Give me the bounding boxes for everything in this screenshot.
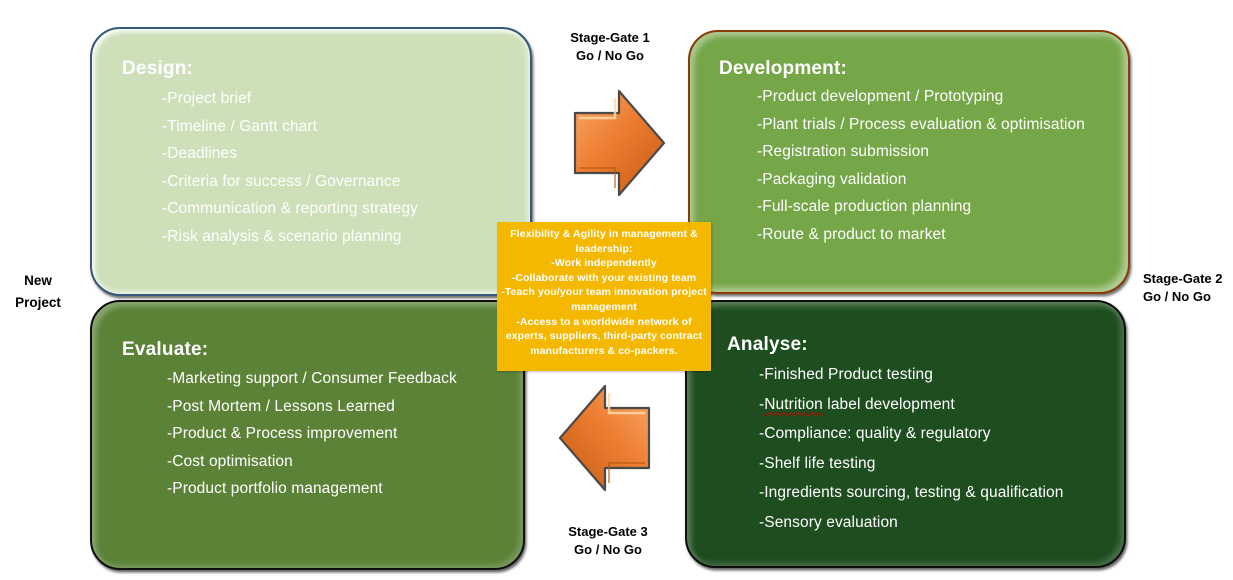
- analyse-items: -Finished Product testing -Nutrition lab…: [699, 365, 1116, 533]
- list-item: -Cost optimisation: [167, 452, 293, 470]
- evaluate-title: Evaluate:: [122, 339, 209, 360]
- list-item: -Project brief: [162, 90, 252, 107]
- list-item: -Deadlines: [162, 145, 238, 162]
- development-box: Development: -Product development / Prot…: [688, 30, 1130, 294]
- misspelled-word: Nutrition: [764, 395, 823, 413]
- design-title: Design:: [122, 58, 194, 79]
- list-item: -Ingredients sourcing, testing & qualifi…: [759, 484, 1064, 501]
- center-note: Flexibility & Agility in management & le…: [497, 222, 711, 371]
- arrow-right-icon: [573, 89, 666, 197]
- development-items: -Product development / Prototyping -Plan…: [702, 87, 1120, 244]
- list-item: -Finished Product testing: [759, 366, 933, 383]
- new-project-label: New Project: [4, 270, 72, 314]
- evaluate-items: -Marketing support / Consumer Feedback -…: [104, 369, 515, 499]
- stage-gate-2-decision: Go / No Go: [1143, 288, 1211, 304]
- list-item: -Compliance: quality & regulatory: [759, 425, 991, 442]
- list-item: -Shelf life testing: [759, 454, 876, 472]
- stage-gate-2-title: Stage-Gate 2: [1143, 271, 1223, 286]
- stage-gate-1-decision: Go / No Go: [576, 47, 644, 63]
- list-item: -Criteria for success / Governance: [162, 172, 401, 190]
- list-item: -Risk analysis & scenario planning: [162, 227, 402, 245]
- analyse-title: Analyse:: [727, 334, 808, 355]
- list-item: -Registration submission: [757, 143, 930, 160]
- list-item: -Post Mortem / Lessons Learned: [167, 397, 395, 415]
- center-note-item: -Teach you/your team innovation project …: [501, 286, 707, 313]
- center-note-item: -Work independently: [551, 257, 657, 270]
- design-items: -Project brief -Timeline / Gantt chart -…: [104, 89, 522, 247]
- design-box: Design: -Project brief -Timeline / Gantt…: [90, 27, 532, 296]
- item-prefix: -: [759, 395, 765, 413]
- stage-gate-3-decision: Go / No Go: [574, 541, 642, 557]
- center-note-item: -Collaborate with your existing team: [511, 271, 697, 284]
- list-item: -Timeline / Gantt chart: [162, 117, 318, 135]
- list-item: -Packaging validation: [757, 170, 907, 188]
- list-item: -Communication & reporting strategy: [162, 200, 418, 217]
- list-item: -Product & Process improvement: [167, 425, 398, 442]
- stage-gate-1-label: Stage-Gate 1 Go / No Go: [557, 29, 663, 64]
- stage-gate-3-label: Stage-Gate 3 Go / No Go: [555, 523, 661, 558]
- center-note-title: Flexibility & Agility in management & le…: [510, 228, 698, 255]
- new-project-line1: New: [24, 273, 52, 288]
- evaluate-box: Evaluate: -Marketing support / Consumer …: [90, 300, 525, 570]
- stage-gate-3-title: Stage-Gate 3: [568, 524, 648, 539]
- list-item: -Plant trials / Process evaluation & opt…: [757, 115, 1085, 133]
- center-note-item: -Access to a worldwide network of expert…: [505, 315, 703, 357]
- list-item: -Route & product to market: [757, 225, 946, 243]
- list-item: -Sensory evaluation: [759, 513, 898, 531]
- stage-gate-2-label: Stage-Gate 2 Go / No Go: [1143, 270, 1222, 305]
- list-item: -Product development / Prototyping: [757, 88, 1004, 105]
- list-item: -Full-scale production planning: [757, 198, 972, 215]
- list-item: -Marketing support / Consumer Feedback: [167, 370, 457, 387]
- arrow-left-icon: [558, 384, 651, 492]
- development-title: Development:: [719, 58, 848, 79]
- new-project-line2: Project: [15, 295, 61, 310]
- analyse-box: Analyse: -Finished Product testing -Nutr…: [685, 300, 1126, 568]
- stage-gate-1-title: Stage-Gate 1: [570, 30, 650, 45]
- list-item: -Nutrition label development: [699, 395, 1116, 415]
- list-item: -Product portfolio management: [167, 480, 383, 497]
- item-rest: label development: [822, 395, 955, 413]
